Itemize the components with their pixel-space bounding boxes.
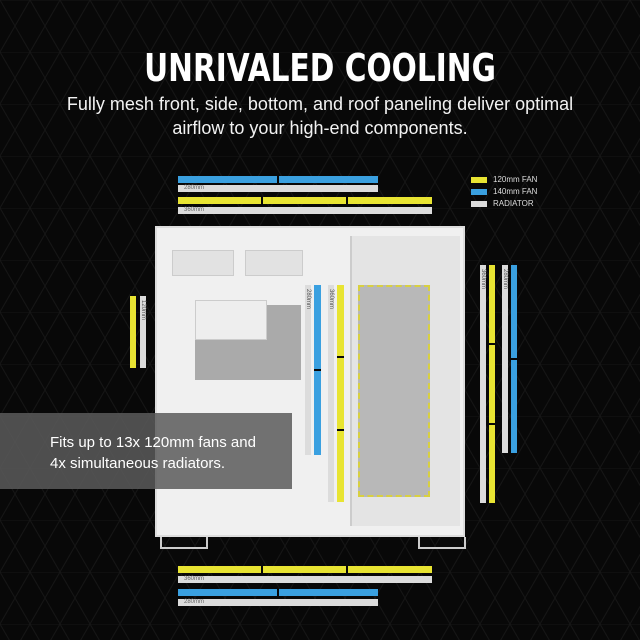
front-280mm-radiator: 280mm <box>502 265 508 453</box>
bottom-360mm-radiator: 360mm <box>178 576 432 583</box>
front-140mm-fans <box>511 265 517 453</box>
top-fan-slot <box>172 250 234 276</box>
front-360mm-radiator: 360mm <box>480 265 486 503</box>
side-120mm-radiator: 120mm <box>140 296 146 368</box>
top-360mm-radiator: 360mm <box>178 207 432 214</box>
page-title: UNRIVALED COOLING <box>144 46 496 90</box>
interior-360mm-radiator: 360mm <box>328 285 334 502</box>
case-foot <box>160 537 208 549</box>
front-mesh-fan-area <box>358 285 430 497</box>
legend-item-140mm-fan: 140mm FAN <box>471 187 537 196</box>
front-120mm-fans <box>489 265 495 503</box>
drive-bracket <box>195 300 267 340</box>
callout-line-2: 4x simultaneous radiators. <box>50 455 226 472</box>
subtitle-line-2: airflow to your high-end components. <box>172 118 468 138</box>
interior-140mm-fans <box>314 285 321 455</box>
legend: 120mm FAN 140mm FAN RADIATOR <box>471 175 537 208</box>
bottom-140mm-fans <box>178 589 378 596</box>
top-280mm-radiator: 280mm <box>178 185 378 192</box>
legend-item-radiator: RADIATOR <box>471 199 537 208</box>
top-fan-slot <box>245 250 303 276</box>
top-140mm-fans <box>178 176 378 183</box>
bottom-120mm-fans <box>178 566 432 573</box>
bottom-280mm-radiator: 280mm <box>178 599 378 606</box>
top-120mm-fans <box>178 197 432 204</box>
callout-line-1: Fits up to 13x 120mm fans and <box>50 434 256 451</box>
interior-280mm-radiator: 280mm <box>305 285 311 455</box>
case-foot <box>418 537 466 549</box>
subtitle-line-1: Fully mesh front, side, bottom, and roof… <box>66 94 574 114</box>
side-120mm-fan <box>130 296 136 368</box>
legend-item-120mm-fan: 120mm FAN <box>471 175 537 184</box>
callout-text: Fits up to 13x 120mm fans and 4x simulta… <box>50 432 256 474</box>
callout-box <box>0 413 292 489</box>
interior-120mm-fans <box>337 285 344 502</box>
